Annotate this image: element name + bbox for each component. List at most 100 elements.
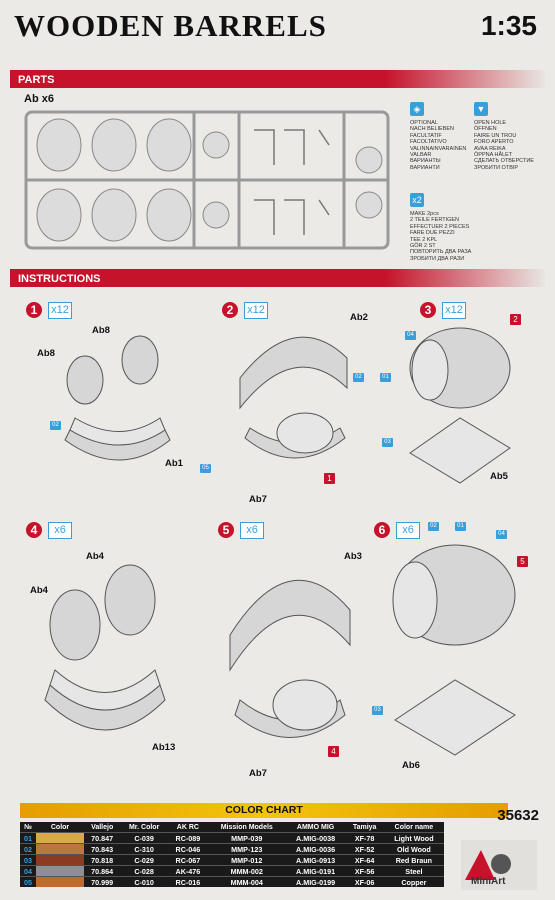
col-header: AMMO MIG [285,822,346,833]
step-4-number: 4 [26,522,42,538]
step-6-multiplier: x6 [396,522,420,539]
color-swatch [36,865,84,877]
instructions-bar-label: INSTRUCTIONS [18,273,101,285]
vallejo-code: 70.818 [84,854,121,866]
row-number: 02 [20,843,36,855]
mr-color-code: C-010 [120,876,168,887]
color-name: Copper [383,876,444,887]
row-number: 05 [20,876,36,887]
step-1-drawing [64,335,171,461]
step-2-label: Ab7 [249,494,267,505]
step-2-drawing [239,336,348,459]
scale-label: 1:35 [480,10,537,41]
step-1-label: Ab1 [165,458,183,469]
step-3-color-tag: 02 [353,373,364,382]
color-swatch [36,832,84,844]
step-1-color-tag: 02 [50,421,61,430]
instructions-bar: INSTRUCTIONS [10,269,545,287]
step-3-color-tag: 04 [405,331,416,340]
row-number: 01 [20,832,36,844]
color-swatch [36,854,84,866]
step-6-color-tag: 03 [372,706,383,715]
step-6-label: Ab6 [402,760,420,771]
step-1-label: Ab8 [92,325,110,336]
step-6-drawing [392,544,516,756]
mr-color-code: C-029 [120,854,168,866]
ak-rc-code: AK-476 [167,865,208,877]
step-2-ref-tag: 1 [324,473,335,484]
color-chart-title: COLOR CHART [20,803,508,818]
row-number: 04 [20,865,36,877]
sprue-label: Ab x6 [24,93,54,105]
tamiya-code: XF-78 [345,832,384,844]
col-header: AK RC [167,822,208,833]
step-5-number: 5 [218,522,234,538]
tamiya-code: XF-56 [345,865,384,877]
ammo-mig-code: A.MIG-0038 [285,832,346,844]
vallejo-code: 70.864 [84,865,121,877]
mission-models-code: MMP-012 [207,854,286,866]
step-6-color-tag: 04 [496,530,507,539]
step-2-multiplier: x12 [244,302,268,319]
step-2-number: 2 [222,302,238,318]
step-3-ref-tag: 2 [510,314,521,325]
step-3-number: 3 [420,302,436,318]
vallejo-code: 70.999 [84,876,121,887]
table-header-row: № Color Vallejo Mr. Color AK RC Mission … [20,822,444,833]
mr-color-code: C-310 [120,843,168,855]
step-4-label: Ab4 [30,585,48,596]
color-swatch [36,876,84,887]
parts-bar: PARTS [10,70,545,88]
step-3-drawing [409,327,511,484]
vallejo-code: 70.843 [84,843,121,855]
ak-rc-code: RC-089 [167,832,208,844]
step-6-ref-tag: 5 [517,556,528,567]
col-header: Mission Models [207,822,286,833]
step-4-multiplier: x6 [48,522,72,539]
logo-text: MiniArt [471,876,506,887]
mission-models-code: MMM-004 [207,876,286,887]
col-header: Color [36,822,84,833]
mr-color-code: C-028 [120,865,168,877]
tamiya-code: XF-06 [345,876,384,887]
col-header: № [20,822,36,833]
col-header: Vallejo [84,822,121,833]
col-header: Color name [383,822,444,833]
color-swatch [36,843,84,855]
tamiya-code: XF-64 [345,854,384,866]
step-1-label: Ab8 [37,348,55,359]
step-3-color-tag: 01 [380,373,391,382]
step-4-drawing [44,564,166,731]
step-1-number: 1 [26,302,42,318]
step-1-multiplier: x12 [48,302,72,319]
ak-rc-code: RC-067 [167,854,208,866]
step-4-label: Ab4 [86,551,104,562]
step-5-drawing [229,579,351,738]
step-3-multiplier: x12 [442,302,466,319]
sprue-drawing [24,110,390,250]
product-number: 35632 [497,807,539,824]
step-5-label: Ab7 [249,768,267,779]
step-2-label: Ab2 [350,312,368,323]
mission-models-code: MMP-039 [207,832,286,844]
ak-rc-code: RC-046 [167,843,208,855]
color-name: Steel [383,865,444,877]
mission-models-code: MMM-002 [207,865,286,877]
col-header: Tamiya [345,822,384,833]
step-2-color-tag: 05 [200,464,211,473]
logo-mark [465,850,511,880]
step-6-color-tag: 02 [428,522,439,531]
ammo-mig-code: A.MIG-0036 [285,843,346,855]
color-name: Red Braun [383,854,444,866]
ak-rc-code: RC-016 [167,876,208,887]
page-title: WOODEN BARRELS [14,8,327,43]
open-hole-icon: ▼ [474,102,488,116]
optional-icon: ◈ [410,102,424,116]
